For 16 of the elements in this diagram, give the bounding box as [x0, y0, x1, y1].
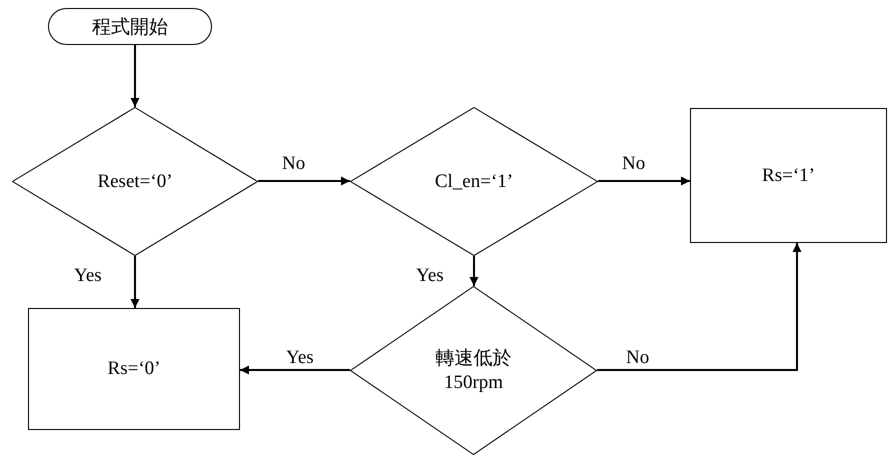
arrow [470, 256, 478, 286]
arrow [130, 45, 140, 107]
process-box [28, 308, 240, 430]
arrow [130, 256, 140, 308]
arrow [240, 366, 350, 374]
condition-label: 轉速低於 150rpm [434, 346, 512, 394]
condition-label: Reset=‘0’ [97, 170, 173, 194]
process-box [690, 108, 887, 243]
arrow [258, 176, 350, 186]
condition-label: Cl_en=‘1’ [434, 170, 514, 194]
process-label: Rs=‘0’ [108, 358, 160, 380]
process-label: Rs=‘1’ [762, 164, 815, 186]
arrow [598, 176, 690, 186]
start-terminal [48, 8, 212, 45]
arrow [597, 243, 802, 371]
terminal-label: 程式開始 [92, 16, 168, 40]
